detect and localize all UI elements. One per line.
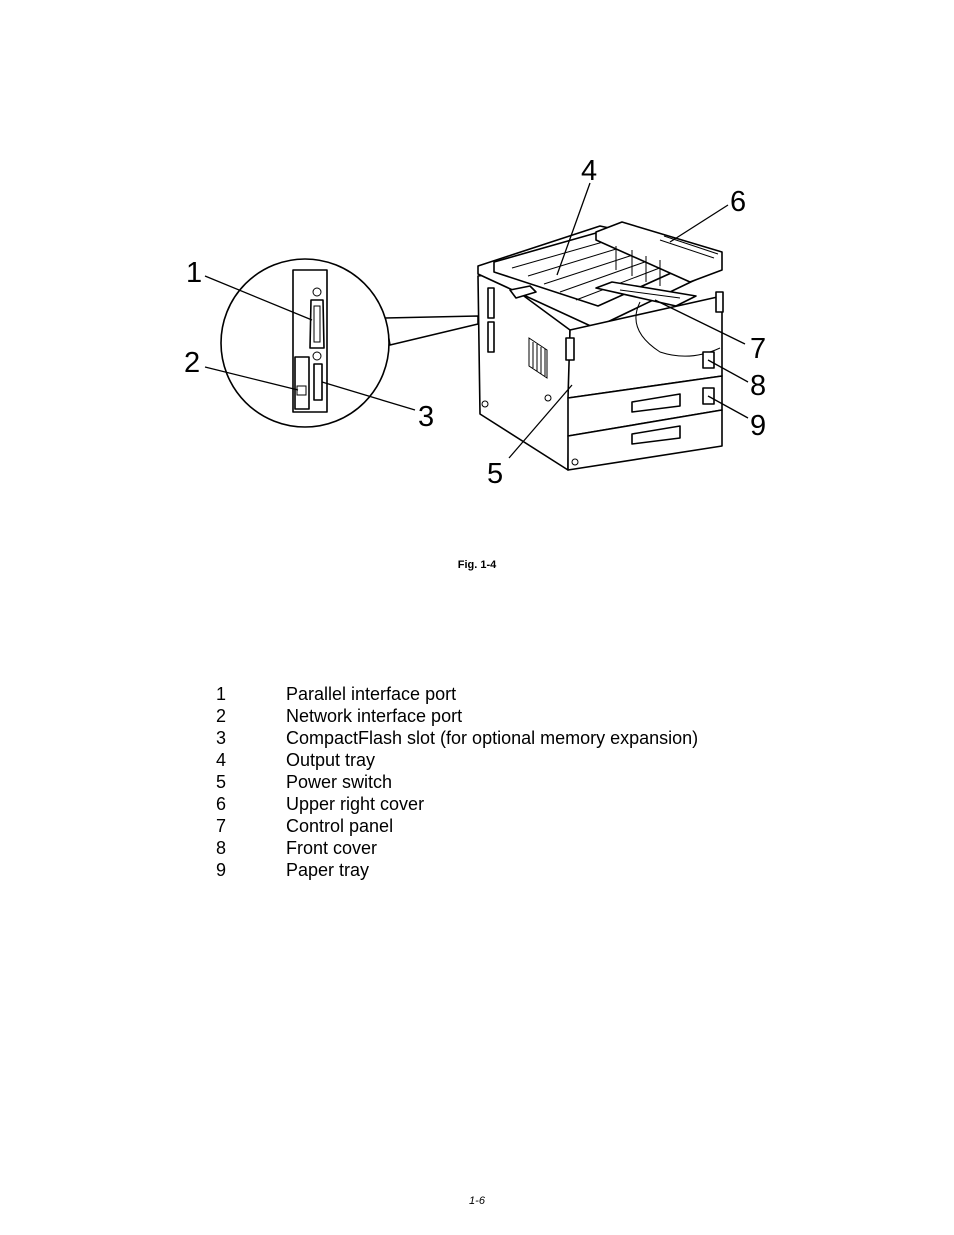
- port-detail-magnifier: [220, 258, 479, 428]
- parallel-port-shape: [309, 299, 325, 349]
- printer-drawing: 1 2 3 4 5 6 7 8 9: [184, 155, 766, 490]
- legend-label: Paper tray: [286, 860, 370, 880]
- legend-label: Power switch: [286, 772, 393, 792]
- callout-8: 8: [750, 370, 766, 402]
- figure-caption: Fig. 1-4: [457, 559, 497, 571]
- leader-lines: [204, 182, 749, 459]
- legend-number: 8: [216, 838, 227, 858]
- legend-label: Front cover: [286, 838, 378, 858]
- legend-row: 4 Output tray: [216, 749, 698, 771]
- callout-7: 7: [750, 333, 766, 365]
- compactflash-slot-shape: [313, 363, 323, 401]
- legend-row: 8 Front cover: [216, 837, 698, 859]
- legend-row: 6 Upper right cover: [216, 793, 698, 815]
- leader-line-9: [707, 395, 749, 419]
- leader-line-6: [669, 204, 729, 243]
- parts-legend: 1 Parallel interface port 2 Network inte…: [216, 683, 698, 881]
- legend-number: 9: [216, 860, 227, 880]
- legend-label: Control panel: [286, 816, 394, 836]
- printer-body: [477, 221, 724, 471]
- network-port-shape: [294, 356, 310, 410]
- callout-9: 9: [750, 410, 766, 442]
- printer-illustration: 1 2 3 4 5 6 7 8 9: [0, 0, 954, 560]
- legend-label: Network interface port: [286, 706, 463, 726]
- leader-line-2: [204, 366, 299, 391]
- leader-line-4: [556, 182, 591, 276]
- callout-6: 6: [730, 186, 746, 218]
- legend-label: Output tray: [286, 750, 376, 770]
- legend-row: 7 Control panel: [216, 815, 698, 837]
- leader-line-1: [204, 275, 313, 321]
- legend-number: 6: [216, 794, 227, 814]
- control-panel-shape: [595, 281, 697, 307]
- callout-3: 3: [418, 401, 434, 433]
- leader-line-7: [654, 299, 746, 345]
- legend-row: 5 Power switch: [216, 771, 698, 793]
- legend-number: 5: [216, 772, 227, 792]
- legend-label: Upper right cover: [286, 794, 425, 814]
- legend-label: Parallel interface port: [286, 684, 457, 704]
- legend-row: 2 Network interface port: [216, 705, 698, 727]
- callout-labels: 1 2 3 4 5 6 7 8 9: [184, 155, 766, 490]
- legend-number: 4: [216, 750, 227, 770]
- upper-right-cover-shape: [595, 221, 723, 283]
- magnifier-connector: [384, 315, 479, 346]
- callout-4: 4: [581, 155, 597, 187]
- leader-line-5: [508, 384, 573, 459]
- legend-row: 9 Paper tray: [216, 859, 698, 881]
- callout-5: 5: [487, 458, 503, 490]
- legend-number: 7: [216, 816, 227, 836]
- leader-line-8: [707, 359, 749, 383]
- page-number: 1-6: [469, 1195, 485, 1207]
- callout-2: 2: [184, 347, 200, 379]
- legend-number: 2: [216, 706, 227, 726]
- legend-number: 1: [216, 684, 227, 704]
- legend-row: 3 CompactFlash slot (for optional memory…: [216, 727, 698, 749]
- legend-number: 3: [216, 728, 227, 748]
- legend-row: 1 Parallel interface port: [216, 683, 698, 705]
- callout-1: 1: [186, 257, 202, 289]
- leader-line-3: [321, 381, 416, 411]
- legend-label: CompactFlash slot (for optional memory e…: [286, 728, 699, 748]
